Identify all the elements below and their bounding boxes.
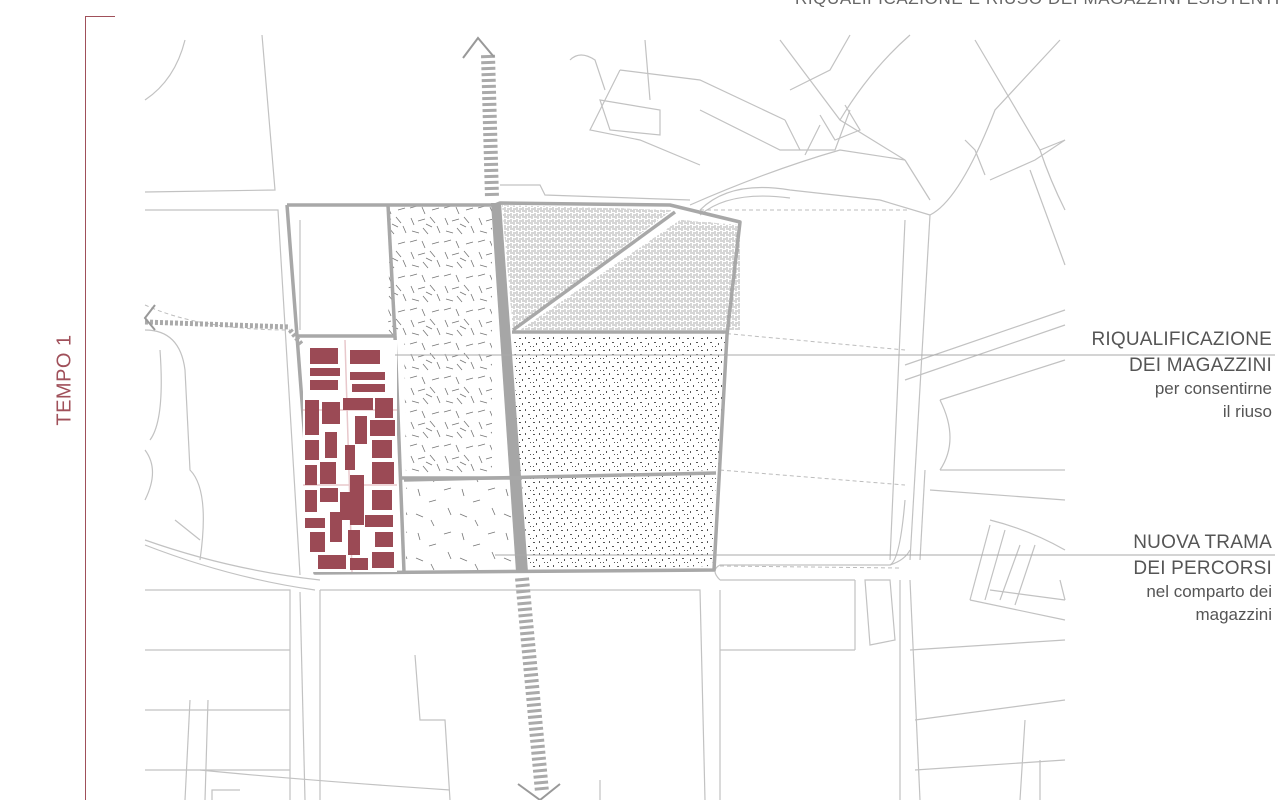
annotation-riqualificazione: RIQUALIFICAZIONE DEI MAGAZZINI per conse… xyxy=(1091,329,1272,422)
street-network xyxy=(144,34,1066,800)
warehouse-district xyxy=(303,339,397,573)
annotation-leaders xyxy=(395,354,1275,556)
annotation-nuova-trama: NUOVA TRAMA DEI PERCORSI nel comparto de… xyxy=(1133,532,1272,625)
tempo-bracket xyxy=(85,16,115,800)
master-plan-blocks xyxy=(388,205,740,572)
main-axis xyxy=(402,203,528,572)
pedestrian-corridors xyxy=(144,54,549,793)
dashed-streets xyxy=(144,209,910,569)
header-title: RIQUALIFICAZIONE E RIUSO DEI MAGAZZINI E… xyxy=(580,0,1280,9)
corridor-arrows xyxy=(143,36,561,800)
